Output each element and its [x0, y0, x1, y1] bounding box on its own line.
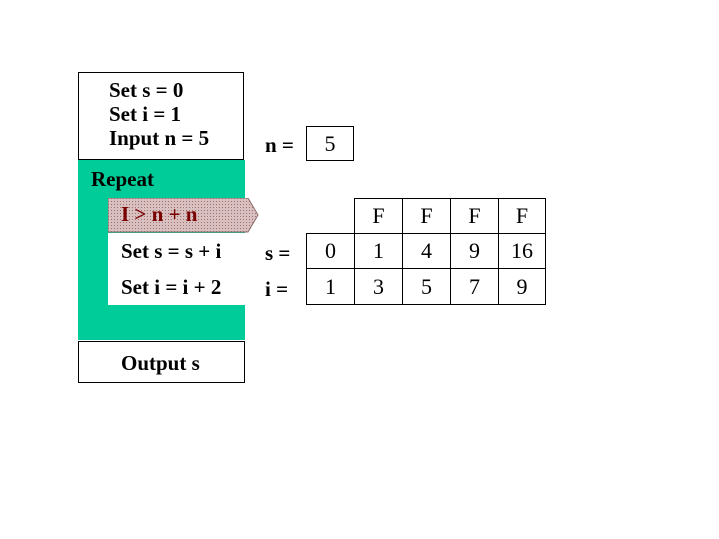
- n-value: 5: [324, 130, 336, 156]
- output-text: Output s: [121, 351, 200, 375]
- condition-result-cell: F: [354, 198, 403, 234]
- i-value: 5: [421, 273, 432, 299]
- i-value-cell: 9: [498, 268, 546, 305]
- s-value: 16: [511, 238, 533, 263]
- init-input-n: Input n = 5: [109, 126, 210, 150]
- step-update-i: Set i = i + 2: [121, 275, 222, 299]
- s-value-cell: 1: [354, 233, 403, 269]
- init-set-s: Set s = 0: [109, 78, 184, 102]
- condition-result: F: [372, 203, 385, 228]
- condition-result: F: [420, 203, 433, 228]
- n-label: n =: [265, 133, 294, 157]
- condition-result-cell: F: [402, 198, 451, 234]
- n-value-cell: 5: [306, 126, 354, 161]
- i-label: i =: [265, 277, 289, 301]
- output-box: [78, 341, 245, 383]
- condition-text: I > n + n: [121, 202, 198, 226]
- s-value: 0: [325, 238, 336, 263]
- s-value-cell: 9: [450, 233, 499, 269]
- i-value: 9: [516, 273, 528, 299]
- s-value-cell: 4: [402, 233, 451, 269]
- init-set-i: Set i = 1: [109, 102, 182, 126]
- s-value-cell: 16: [498, 233, 546, 269]
- s-value: 4: [421, 238, 432, 263]
- step-update-s: Set s = s + i: [121, 239, 222, 263]
- i-value-cell: 5: [402, 268, 451, 305]
- condition-result: F: [468, 203, 481, 228]
- i-value: 7: [469, 273, 480, 299]
- s-value-cell: 0: [306, 233, 355, 269]
- condition-shape: [108, 198, 259, 233]
- i-value: 1: [325, 273, 336, 299]
- s-value: 9: [469, 238, 480, 263]
- i-value-cell: 3: [354, 268, 403, 305]
- init-box: Set s = 0 Set i = 1 Input n = 5: [78, 72, 244, 160]
- condition-result-cell: F: [498, 198, 546, 234]
- loop-body: [108, 233, 245, 305]
- condition-result: F: [515, 203, 529, 228]
- repeat-label: Repeat: [91, 167, 154, 191]
- i-value: 3: [373, 273, 384, 299]
- i-value-cell: 1: [306, 268, 355, 305]
- condition-result-cell: F: [450, 198, 499, 234]
- s-value: 1: [373, 238, 384, 263]
- s-label: s =: [265, 241, 291, 265]
- i-value-cell: 7: [450, 268, 499, 305]
